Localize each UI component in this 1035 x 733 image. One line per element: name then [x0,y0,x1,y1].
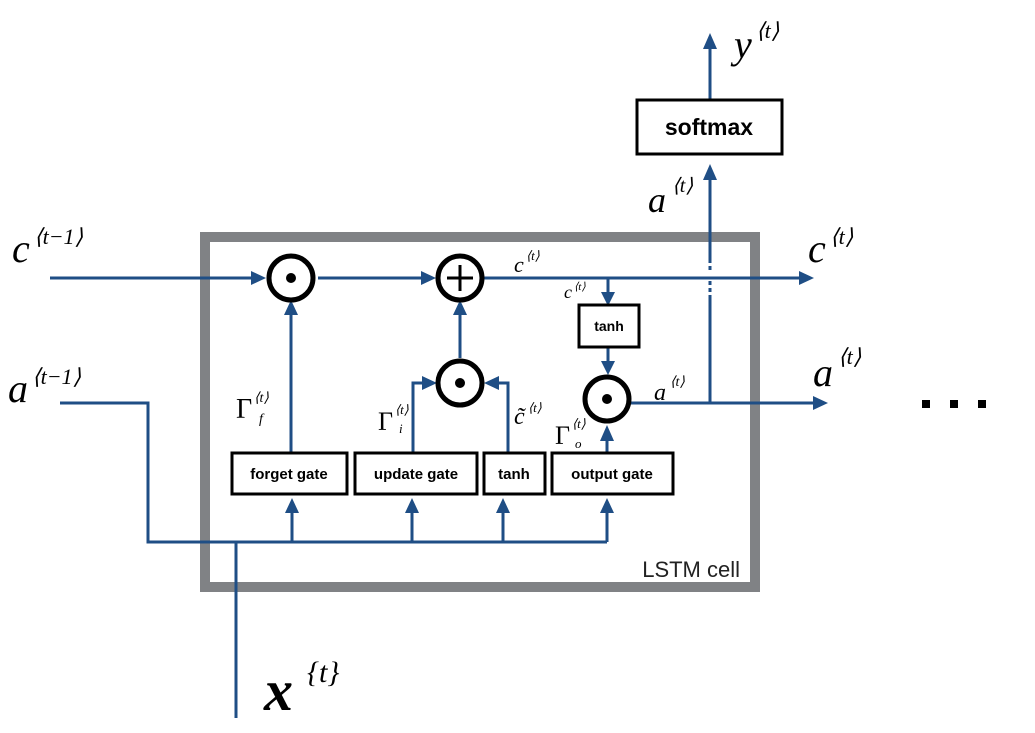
lstm-cell-box [200,232,760,592]
multiply-dot-icon [455,378,465,388]
a-inner-label: a ⟨t⟩ [654,375,685,406]
forget-to-mult-arrowhead [284,300,298,315]
tanh-to-mult-arrowhead [601,361,615,375]
update-multiply-operator [435,358,485,408]
bus-to-forget-arrowhead [285,498,299,513]
forget-gate-label: forget gate [250,466,328,483]
update-gate-label: update gate [374,466,458,483]
a-to-softmax-label: a ⟨t⟩ [648,175,693,220]
svg-text:⟨t⟩: ⟨t⟩ [254,391,269,406]
lstm-cell-label: LSTM cell [642,557,740,582]
svg-text:i: i [399,421,403,436]
a-to-softmax-arrowhead [703,164,717,180]
bus-to-update-arrowhead [405,498,419,513]
c-forget-to-add-arrowhead [421,271,436,285]
a-prev-bus-wire [60,401,607,544]
output-to-mult-arrowhead [600,425,614,441]
tanh-candidate-box [482,451,547,496]
output-multiply-operator [582,374,632,424]
c-prev-label: c ⟨t−1⟩ [12,224,84,271]
svg-text:c: c [12,226,30,271]
update-to-mult-wire [411,381,425,453]
gamma-i-label: Γ ⟨t⟩ i [378,402,409,436]
svg-text:⟨t⟩: ⟨t⟩ [395,402,409,417]
a-prev-label: a ⟨t−1⟩ [8,364,82,411]
svg-text:o: o [575,436,582,451]
bus-to-tanh-arrowhead [496,498,510,513]
y-out-arrowhead [703,33,717,49]
tanh-to-mult-wire-candidate [496,381,510,453]
c-to-tanh-arrowhead [601,292,615,306]
output-gate-box [550,451,675,496]
multiply-dot-icon [286,273,296,283]
svg-text:Γ: Γ [378,407,393,436]
svg-text:c̃: c̃ [514,404,526,430]
a-out-label: a ⟨t⟩ [813,344,862,395]
multiply-dot-icon [602,394,612,404]
c-inner-label: c ⟨t⟩ [514,248,540,277]
svg-text:⟨t⟩: ⟨t⟩ [572,416,586,431]
update-to-mult-arrowhead [422,376,437,390]
a-out-arrowhead [813,396,828,410]
gamma-f-label: Γ ⟨t⟩ f [236,391,269,427]
svg-text:a: a [654,380,666,406]
svg-text:⟨t⟩: ⟨t⟩ [756,18,780,43]
svg-text:Γ: Γ [236,394,252,425]
svg-text:f: f [259,412,265,427]
ellipsis-dot-2 [950,400,958,408]
softmax-box [635,98,784,156]
ellipsis [922,400,986,408]
svg-text:⟨t−1⟩: ⟨t−1⟩ [32,364,82,389]
c-out-arrowhead [799,271,814,285]
ellipsis-dot-1 [922,400,930,408]
svg-text:a: a [8,366,28,411]
svg-text:c: c [564,282,572,302]
svg-text:⟨t⟩: ⟨t⟩ [830,224,854,249]
add-operator [435,253,485,303]
forget-gate-box [230,451,349,496]
svg-text:⟨t⟩: ⟨t⟩ [672,175,693,197]
c-out-label: c ⟨t⟩ [808,224,854,271]
tanh-candidate-arrowhead [484,376,499,390]
c-prev-arrowhead [251,271,266,285]
mult-to-add-arrowhead [453,300,467,315]
svg-text:⟨t⟩: ⟨t⟩ [526,248,540,263]
svg-text:c: c [514,252,524,277]
svg-text:c: c [808,226,826,271]
update-gate-box [353,451,479,496]
svg-text:{t}: {t} [307,656,339,689]
bus-to-output-arrowhead [600,498,614,513]
svg-text:⟨t⟩: ⟨t⟩ [838,344,862,369]
svg-text:y: y [730,22,752,67]
gamma-o-label: Γ ⟨t⟩ o [555,416,586,451]
c-tilde-label: c̃ ⟨t⟩ [514,400,542,430]
softmax-label: softmax [665,114,753,140]
forget-multiply-operator [266,253,316,303]
svg-text:⟨t⟩: ⟨t⟩ [528,400,542,415]
svg-text:⟨t−1⟩: ⟨t−1⟩ [34,224,84,249]
x-input-label: x {t} [263,656,339,723]
svg-text:a: a [648,180,666,220]
tanh-cell-box [577,303,641,349]
svg-text:a: a [813,350,833,395]
svg-text:⟨t⟩: ⟨t⟩ [670,375,685,390]
ellipsis-dot-3 [978,400,986,408]
svg-text:Γ: Γ [555,421,570,450]
c-to-tanh-label: c ⟨t⟩ [564,281,586,302]
tanh-cell-label: tanh [594,318,624,334]
y-out-label: y ⟨t⟩ [730,18,780,67]
tanh-candidate-label: tanh [498,466,530,483]
svg-text:x: x [263,658,293,723]
svg-text:⟨t⟩: ⟨t⟩ [574,281,586,293]
output-gate-label: output gate [571,466,653,483]
